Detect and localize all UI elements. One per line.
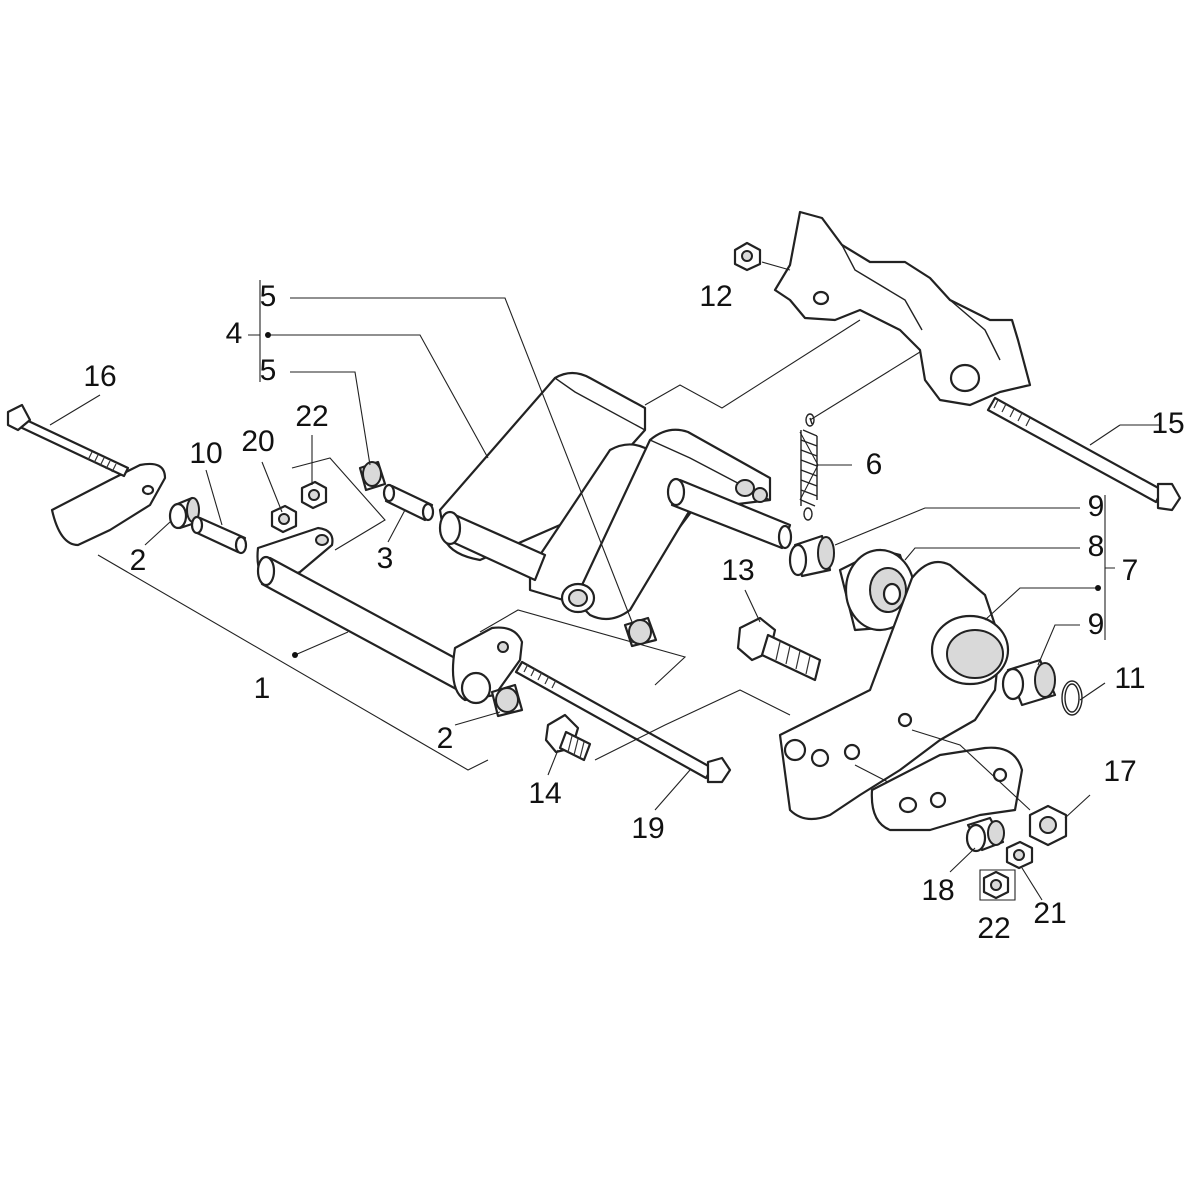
cast-housing [778, 560, 1010, 821]
callout-5-lower: 5 [260, 354, 277, 387]
callout-11: 11 [1114, 662, 1145, 695]
callout-4: 4 [226, 317, 243, 350]
callout-17: 17 [1103, 755, 1136, 788]
callout-2-left: 2 [130, 544, 147, 577]
callout-6: 6 [866, 448, 883, 481]
return-spring [800, 413, 818, 521]
callout-labels: 1 2 2 3 4 5 5 6 7 8 9 9 10 11 12 13 14 1… [83, 280, 1184, 945]
callout-18: 18 [921, 874, 954, 907]
callout-15: 15 [1151, 407, 1184, 440]
nut-12 [733, 241, 762, 272]
callout-22-bottom: 22 [977, 912, 1010, 945]
bullet-dot-4 [265, 332, 271, 338]
callout-9-top: 9 [1088, 490, 1105, 523]
callout-3: 3 [377, 542, 394, 575]
plug-14 [544, 713, 592, 762]
callout-5-top: 5 [260, 280, 277, 313]
callout-2-bottom: 2 [437, 722, 454, 755]
bottom-plate-and-nuts [870, 746, 1068, 900]
bolt-13 [736, 616, 822, 682]
bullet-dot-7 [1095, 585, 1101, 591]
callout-21: 21 [1033, 897, 1066, 930]
bullet-dot-1 [292, 652, 298, 658]
callout-14: 14 [528, 777, 561, 810]
bushing-and-circlip [1001, 658, 1083, 716]
main-pivot-shaft [256, 526, 524, 705]
swing-arm-link-assembly [438, 371, 793, 621]
callout-12: 12 [699, 280, 732, 313]
callout-13: 13 [721, 554, 754, 587]
callout-7: 7 [1122, 554, 1139, 587]
nuts-top-left [270, 480, 328, 534]
callout-9-bottom: 9 [1088, 608, 1105, 641]
bearings-left [168, 460, 658, 718]
callout-22-top: 22 [295, 400, 328, 433]
frame-bracket [773, 210, 1032, 407]
bolt-15 [986, 396, 1182, 512]
callout-20: 20 [241, 425, 274, 458]
callout-1: 1 [254, 672, 271, 705]
roller-and-bushings [788, 534, 917, 632]
bolt-19 [514, 660, 732, 784]
leader-lines [49, 261, 1160, 901]
callout-16: 16 [83, 360, 116, 393]
callout-19: 19 [631, 812, 664, 845]
left-mount-and-bolt [6, 403, 167, 547]
callout-10: 10 [189, 437, 222, 470]
callout-8: 8 [1088, 530, 1105, 563]
